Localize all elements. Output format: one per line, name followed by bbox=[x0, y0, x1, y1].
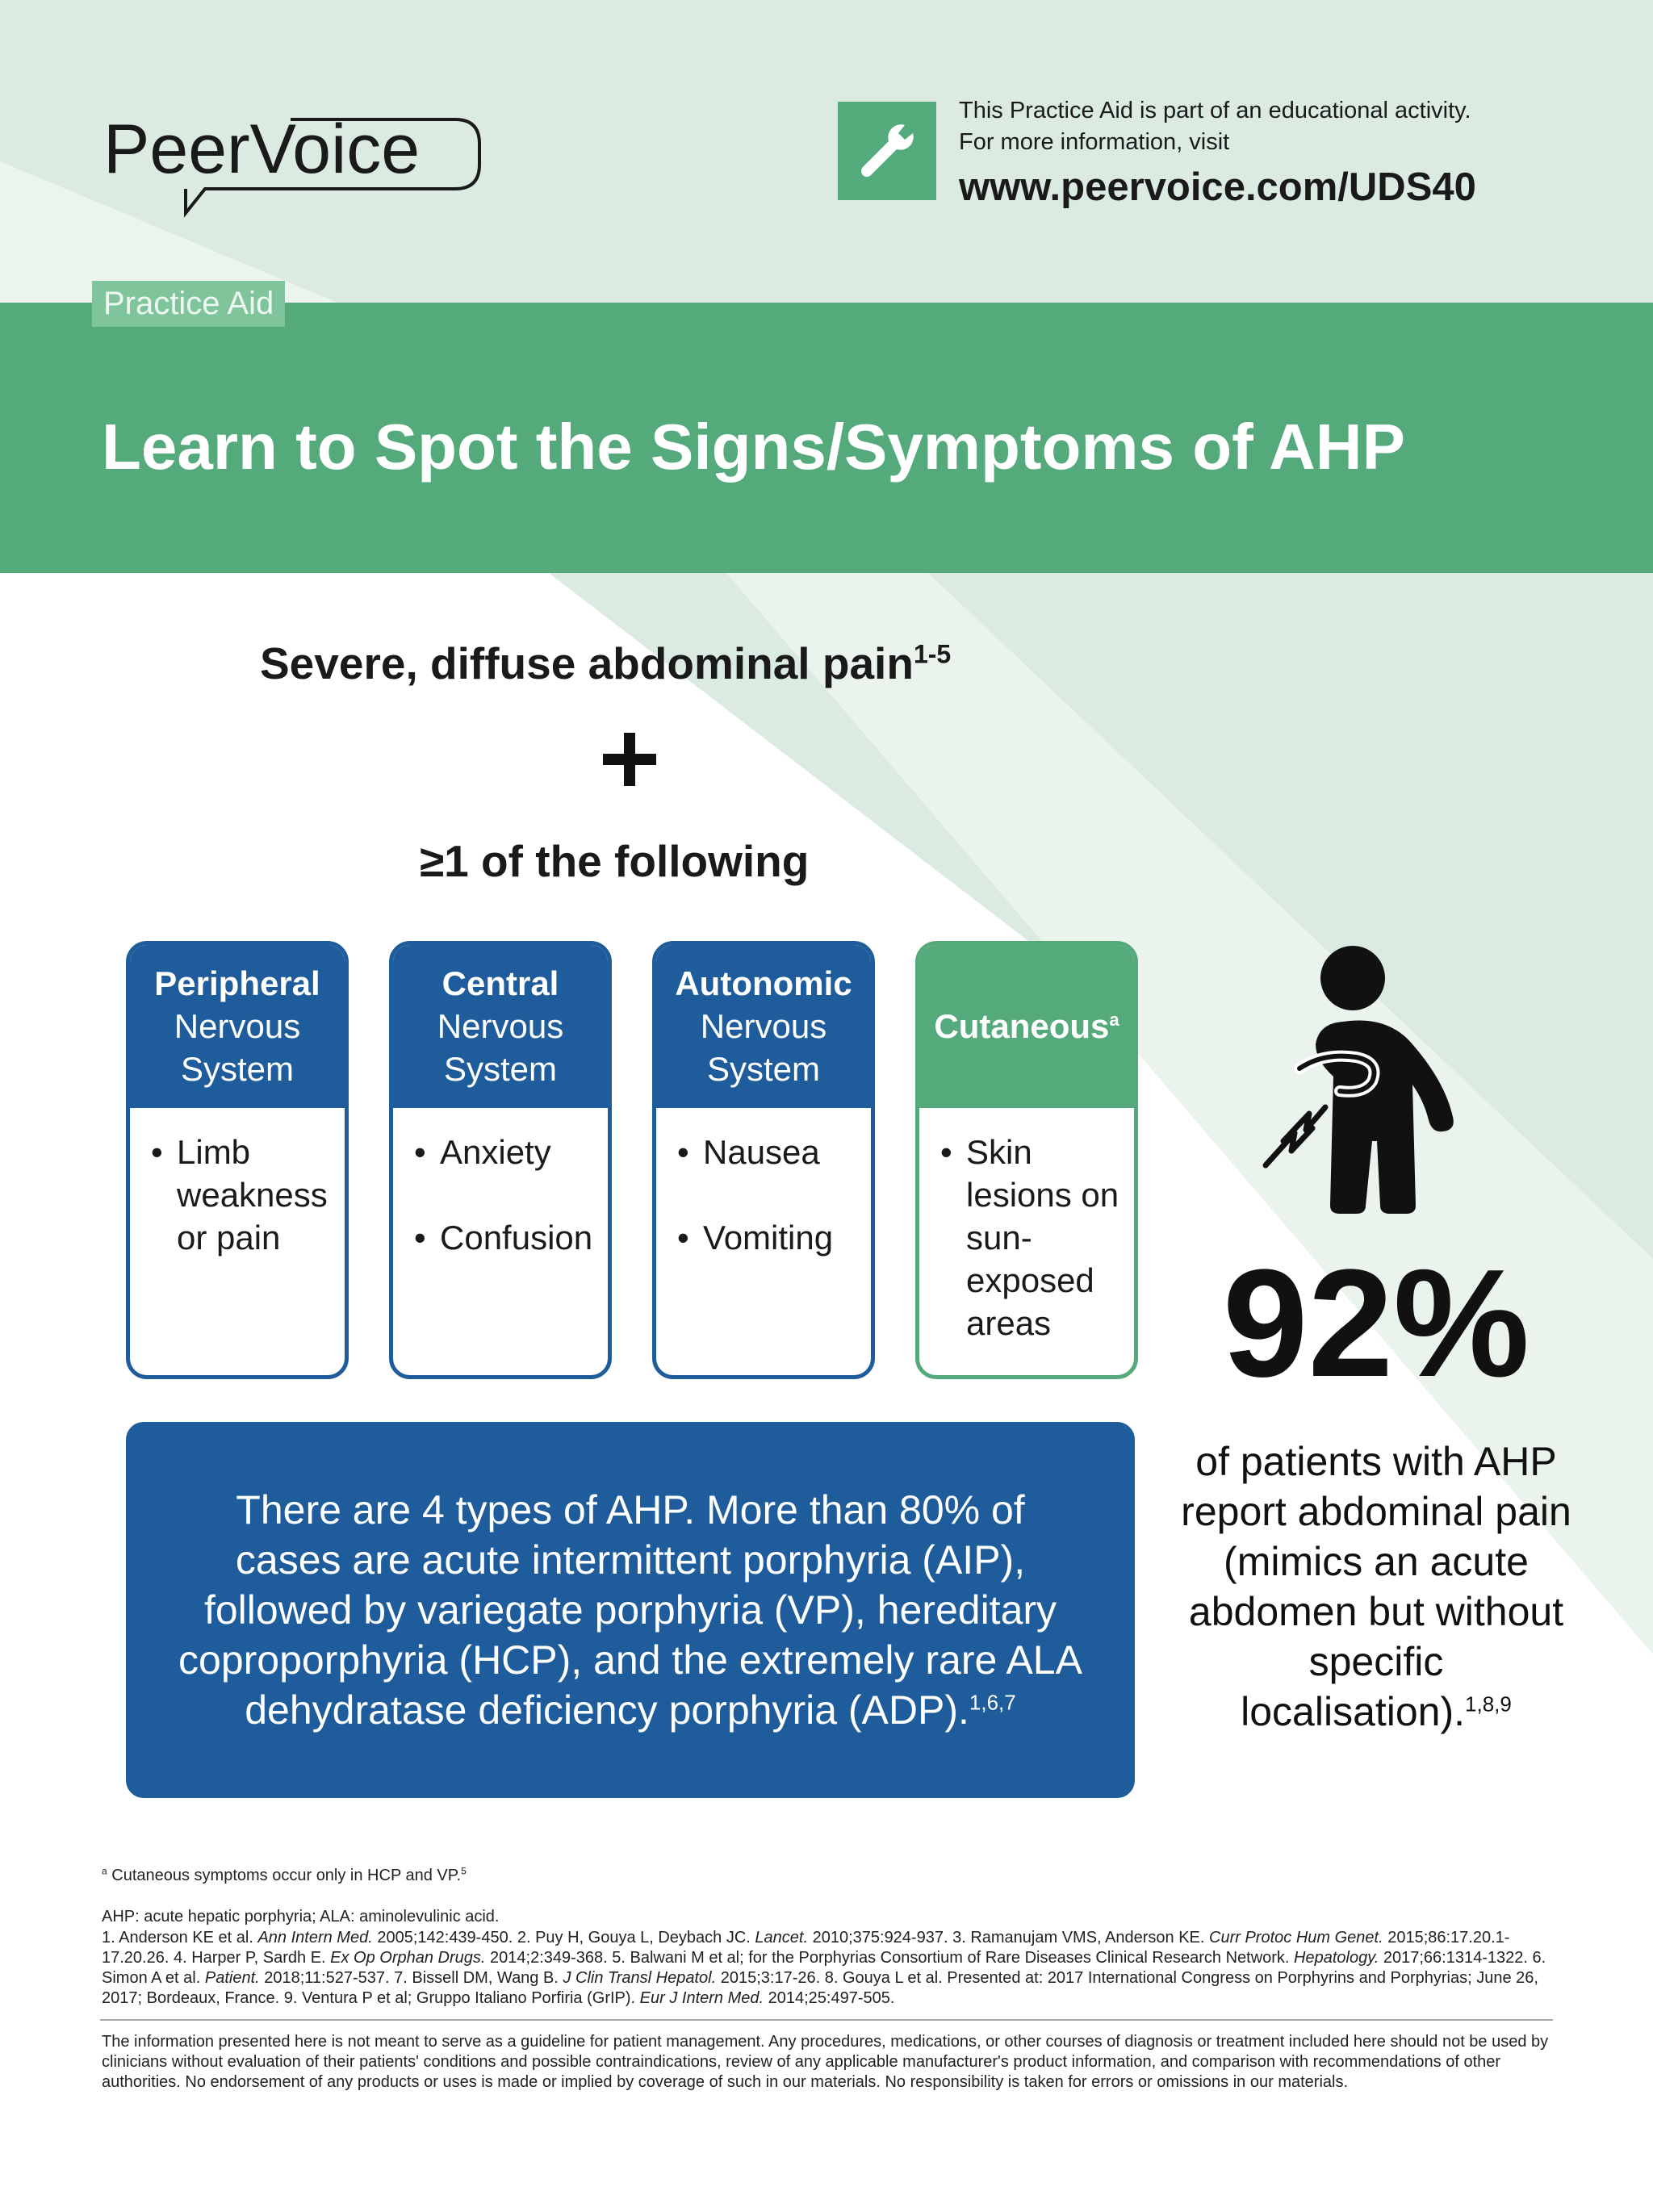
promo-url-link[interactable]: www.peervoice.com/UDS40 bbox=[959, 165, 1476, 209]
svg-text:PeerVoice: PeerVoice bbox=[103, 111, 420, 188]
card-header: Autonomic Nervous System bbox=[656, 945, 871, 1108]
card-autonomic-nervous-system: Autonomic Nervous System •Nausea •Vomiti… bbox=[652, 941, 875, 1379]
reference: 7. Bissell DM, Wang B. J Clin Transl Hep… bbox=[394, 1969, 825, 1987]
reference: 5. Balwani M et al; for the Porphyrias C… bbox=[612, 1949, 1533, 1967]
symptom-item: •Anxiety bbox=[414, 1133, 551, 1171]
symptom-item: •Vomiting bbox=[677, 1219, 834, 1257]
reference: 3. Ramanujam VMS, Anderson KE. Curr Prot… bbox=[102, 1929, 1510, 1967]
info-ref: 1,6,7 bbox=[969, 1690, 1016, 1715]
divider bbox=[100, 2019, 1553, 2021]
card-title-bold: Cutaneousa bbox=[934, 1007, 1119, 1045]
pain-headline-ref: 1-5 bbox=[913, 639, 952, 669]
card-title-line: System bbox=[180, 1050, 295, 1088]
reference: 4. Harper P, Sardh E. Ex Op Orphan Drugs… bbox=[173, 1949, 613, 1967]
reference: 2. Puy H, Gouya L, Deybach JC. Lancet. 2… bbox=[517, 1929, 953, 1946]
following-heading: ≥1 of the following bbox=[420, 836, 810, 886]
card-title-line: System bbox=[443, 1050, 558, 1088]
stat-description: of patients with AHP report abdominal pa… bbox=[1178, 1436, 1574, 1737]
reference: 8. Gouya L et al. Presented at: 2017 Int… bbox=[102, 1969, 1538, 2007]
card-central-nervous-system: Central Nervous System •Anxiety •Confusi… bbox=[389, 941, 612, 1379]
stat-text: of patients with AHP report abdominal pa… bbox=[1181, 1439, 1571, 1734]
ahp-types-info-box: There are 4 types of AHP. More than 80% … bbox=[126, 1422, 1135, 1798]
cutaneous-footnote: a Cutaneous symptoms occur only in HCP a… bbox=[102, 1865, 467, 1884]
symptom-item: •Confusion bbox=[414, 1219, 593, 1257]
card-title-bold: Peripheral bbox=[154, 964, 320, 1002]
card-header: Central Nervous System bbox=[393, 945, 608, 1108]
promo-line-1: This Practice Aid is part of an educatio… bbox=[959, 98, 1471, 123]
card-header: Peripheral Nervous System bbox=[130, 945, 345, 1108]
page-title: Learn to Spot the Signs/Symptoms of AHP bbox=[102, 411, 1405, 483]
plus-icon bbox=[603, 733, 656, 786]
card-title-line: Nervous bbox=[700, 1007, 827, 1045]
wrench-icon bbox=[838, 102, 936, 200]
promo-block: This Practice Aid is part of an educatio… bbox=[959, 95, 1621, 213]
disclaimer: The information presented here is not me… bbox=[102, 2033, 1549, 2091]
stat-ref: 1,8,9 bbox=[1465, 1691, 1512, 1716]
card-title-sup: a bbox=[1109, 1010, 1119, 1030]
abbreviations: AHP: acute hepatic porphyria; ALA: amino… bbox=[102, 1908, 500, 1926]
person-abdominal-pain-icon bbox=[1262, 946, 1454, 1214]
reference: 1. Anderson KE et al. Ann Intern Med. 20… bbox=[102, 1929, 517, 1946]
practice-aid-tag: Practice Aid bbox=[92, 281, 286, 327]
stat-percentage: 92% bbox=[1222, 1238, 1530, 1409]
title-banner bbox=[0, 303, 1653, 573]
reference: 6. Simon A et al. Patient. 2018;11:527-5… bbox=[102, 1949, 1546, 1987]
card-header: Cutaneousa bbox=[919, 945, 1134, 1108]
info-text: There are 4 types of AHP. More than 80% … bbox=[178, 1487, 1082, 1733]
reference: 9. Ventura P et al; Gruppo Italiano Porf… bbox=[283, 1989, 895, 2007]
card-title-bold: Central bbox=[441, 964, 559, 1002]
pain-headline: Severe, diffuse abdominal pain1-5 bbox=[260, 638, 951, 689]
symptom-item: •Nausea bbox=[677, 1133, 820, 1171]
symptom-item: •Skin lesions on sun-exposed areas bbox=[940, 1133, 1119, 1342]
card-title-line: Nervous bbox=[437, 1007, 564, 1045]
references: 1. Anderson KE et al. Ann Intern Med. 20… bbox=[102, 1928, 1555, 2009]
card-title-bold: Autonomic bbox=[675, 964, 852, 1002]
peervoice-logo: PeerVoice bbox=[103, 111, 481, 218]
pain-headline-text: Severe, diffuse abdominal pain bbox=[260, 638, 914, 688]
card-cutaneous: Cutaneousa •Skin lesions on sun-exposed … bbox=[915, 941, 1138, 1379]
card-peripheral-nervous-system: Peripheral Nervous System •Limb weakness… bbox=[126, 941, 349, 1379]
promo-line-2: For more information, visit bbox=[959, 129, 1230, 155]
card-title-line: Nervous bbox=[174, 1007, 301, 1045]
symptom-item: •Limb weakness or pain bbox=[151, 1133, 328, 1257]
card-title-line: System bbox=[706, 1050, 821, 1088]
